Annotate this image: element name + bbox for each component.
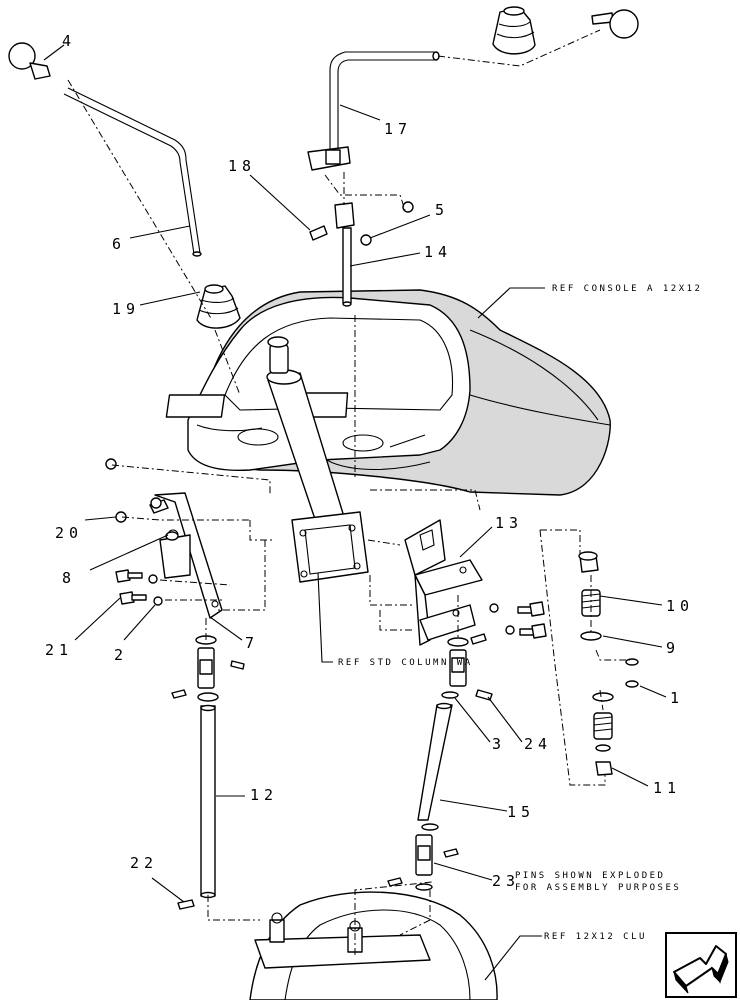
pins-note-line2: FOR ASSEMBLY PURPOSES xyxy=(515,883,681,893)
shift-rod-14 xyxy=(334,202,355,307)
shift-boot-19 xyxy=(196,284,241,329)
callout-19: 19 xyxy=(112,300,140,318)
callout-5: 5 xyxy=(435,201,449,219)
clutch-housing xyxy=(249,891,498,1001)
shift-lever-17 xyxy=(307,51,440,171)
callout-3: 3 xyxy=(492,735,506,753)
detent-plug xyxy=(578,551,599,573)
callout-14: 14 xyxy=(424,243,452,261)
callout-23: 23 xyxy=(492,872,520,890)
ref-console-note: REF CONSOLE A 12X12 xyxy=(552,284,702,294)
callout-24: 24 xyxy=(524,735,552,753)
drive-shaft-12 xyxy=(171,635,245,899)
callout-labels: 4 17 18 5 6 14 19 20 13 8 10 7 21 2 9 1 … xyxy=(45,32,694,890)
callout-1: 1 xyxy=(670,689,684,707)
callout-4: 4 xyxy=(62,32,76,50)
callout-7: 7 xyxy=(245,634,259,652)
shift-knob-upper xyxy=(591,9,639,39)
spring-lower xyxy=(592,692,614,740)
clip-1 xyxy=(625,658,639,688)
callout-10: 10 xyxy=(666,597,694,615)
bolts-21 xyxy=(115,569,163,606)
ref-clutch-note: REF 12X12 CLU xyxy=(544,932,647,942)
callout-6: 6 xyxy=(112,235,126,253)
pin-22 xyxy=(177,899,195,910)
nut-20 xyxy=(105,458,127,523)
callout-17: 17 xyxy=(384,120,412,138)
nut-5 xyxy=(360,201,414,246)
shift-boot-upper xyxy=(492,6,536,55)
callout-2: 2 xyxy=(114,646,128,664)
callout-13: 13 xyxy=(495,514,523,532)
callout-8: 8 xyxy=(62,569,76,587)
callout-12: 12 xyxy=(250,786,278,804)
steering-column xyxy=(266,336,369,583)
shift-lever-6 xyxy=(63,87,202,257)
shift-knob-4 xyxy=(8,42,51,80)
leader-lines xyxy=(43,44,667,981)
drive-shaft-15 xyxy=(387,633,493,891)
callout-9: 9 xyxy=(666,639,680,657)
nut-11 xyxy=(595,744,613,776)
callout-20: 20 xyxy=(55,524,83,542)
next-page-arrow-icon[interactable] xyxy=(665,932,737,998)
pins-note-line1: PINS SHOWN EXPLODED xyxy=(515,871,665,881)
callout-11: 11 xyxy=(653,779,681,797)
right-bolts xyxy=(489,601,547,639)
callout-21: 21 xyxy=(45,641,73,659)
assembly-lines xyxy=(67,29,630,955)
washer-9 xyxy=(580,631,602,641)
callout-22: 22 xyxy=(130,854,158,872)
pin-18 xyxy=(309,225,328,241)
callout-18: 18 xyxy=(228,157,256,175)
ref-column-note: REF STD COLUMN WA xyxy=(338,658,473,668)
washer-8 xyxy=(165,531,179,541)
reference-notes: REF CONSOLE A 12X12 REF STD COLUMN WA PI… xyxy=(338,284,702,942)
bracket-13 xyxy=(404,519,483,646)
callout-15: 15 xyxy=(507,803,535,821)
